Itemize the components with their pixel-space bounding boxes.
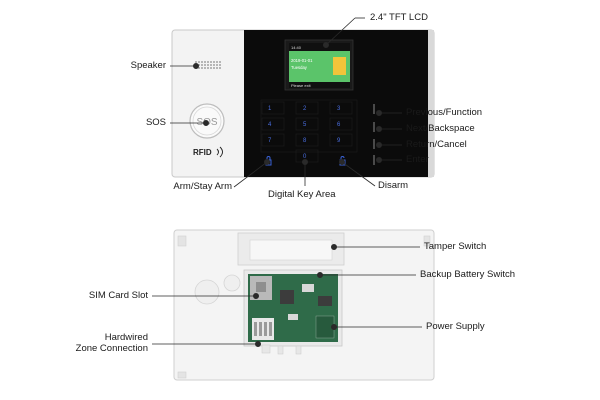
key-0: 0	[303, 154, 307, 160]
lcd-day: Tuesday	[291, 65, 308, 70]
label-power-supply: Power Supply	[426, 321, 485, 332]
lcd-app-tile	[333, 57, 346, 75]
key-1: 1	[268, 106, 272, 112]
rfid-logo: RFID	[193, 146, 223, 158]
button-next-backspace	[373, 122, 375, 132]
label-speaker: Speaker	[130, 60, 166, 71]
key-5: 5	[303, 122, 307, 128]
key-8: 8	[303, 138, 307, 144]
label-lcd: 2.4" TFT LCD	[370, 12, 428, 23]
lcd-date: 2019-01-01	[291, 58, 313, 63]
label-hardwired-zone: Hardwired Zone Connection	[75, 332, 148, 354]
front-callout-lines	[170, 17, 402, 188]
label-arm-stay: Arm/Stay Arm	[173, 181, 232, 192]
lcd-time: 14:40	[291, 45, 302, 50]
terminal-block	[252, 318, 274, 340]
side-buttons	[373, 104, 375, 165]
rfid-text: RFID	[193, 148, 212, 157]
button-return-cancel	[373, 139, 375, 149]
label-backup-battery-switch: Backup Battery Switch	[420, 269, 516, 280]
front-panel-edge	[428, 30, 434, 177]
label-sos: SOS	[145, 117, 166, 128]
label-return-cancel: Return/Cancel	[406, 139, 467, 150]
label-sim-card-slot: SIM Card Slot	[88, 290, 148, 301]
lcd-prompt: Please exit	[291, 83, 311, 88]
lcd-screen: 14:40 2019-01-01 Tuesday Please exit	[284, 39, 354, 91]
label-digital-key-area: Digital Key Area	[268, 189, 336, 200]
key-6: 6	[337, 122, 341, 128]
key-3: 3	[337, 106, 341, 112]
label-disarm: Disarm	[378, 180, 409, 191]
label-next-backspace: Next/Backspace	[406, 123, 475, 134]
key-7: 7	[268, 138, 272, 144]
key-9: 9	[337, 138, 341, 144]
back-callout-lines	[152, 243, 422, 347]
label-tamper-switch: Tamper Switch	[424, 241, 487, 252]
button-previous-function	[373, 104, 375, 114]
back-panel	[173, 229, 435, 381]
speaker-grille	[195, 61, 221, 69]
digital-keypad: 1 2 3 4 5 6 7 8 9 0	[260, 99, 358, 166]
label-enter: Enter	[406, 154, 429, 165]
front-panel: SOS RFID 14:40 2019-01-01 Tuesday Please…	[171, 29, 435, 178]
label-previous-function: Previous/Function	[406, 107, 483, 118]
key-4: 4	[268, 122, 272, 128]
key-2: 2	[303, 106, 307, 112]
button-enter	[373, 155, 375, 165]
